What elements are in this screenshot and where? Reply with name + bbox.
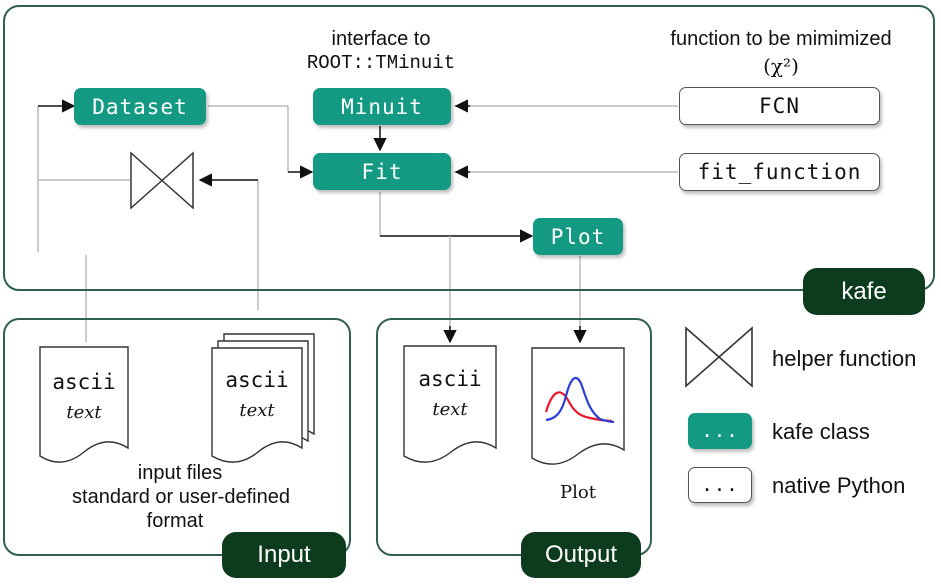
minuit-class-box: Minuit (313, 88, 451, 125)
fcn-annotation-line1: function to be mimimized (670, 28, 892, 50)
output-document-title: ascii (418, 367, 482, 391)
input-to-helper-connector (38, 173, 259, 342)
input-multi-document-subtitle: text (239, 400, 275, 421)
legend-helper-function-icon (685, 326, 753, 388)
input-files-annotation-line2: standard or user-defined (72, 486, 290, 508)
kafe-group-tag: kafe (803, 268, 925, 315)
output-frame (376, 318, 652, 556)
fit-function-python-box: fit_function (679, 153, 880, 191)
fcn-annotation-line2: (χ²) (763, 54, 799, 78)
input-files-annotation-line1: input files (137, 462, 223, 484)
dataset-to-fit-connector (208, 105, 314, 179)
output-document-subtitle: text (432, 399, 468, 420)
input-frame (3, 318, 351, 556)
fit-to-plot-connector (379, 192, 534, 243)
output-plot-document-icon (531, 347, 625, 465)
input-multi-document-icon (211, 333, 315, 463)
kafe-frame (3, 5, 935, 291)
legend-kafe-class-label: kafe class (772, 419, 870, 444)
input-multi-document-title: ascii (225, 368, 289, 392)
legend-python-box: ... (688, 467, 752, 503)
interface-annotation-line1: interface to (331, 28, 431, 50)
input-group-tag: Input (222, 532, 346, 578)
interface-annotation-line2: ROOT::TMinuit (306, 52, 456, 74)
legend-kafe-class-box: ... (688, 413, 752, 449)
input-document-icon (39, 346, 129, 463)
input-document-subtitle: text (66, 402, 102, 423)
input-to-dataset-connector (37, 99, 76, 252)
fit-class-box: Fit (313, 153, 451, 190)
input-document-title: ascii (52, 370, 116, 394)
input-files-annotation-line3: format (146, 510, 204, 532)
output-group-tag: Output (521, 532, 641, 578)
dataset-class-box: Dataset (74, 88, 206, 125)
output-document-icon (403, 345, 497, 463)
fcn-python-box: FCN (679, 87, 880, 125)
plot-curve-blue (545, 376, 615, 424)
legend-helper-label: helper function (772, 346, 917, 371)
plot-class-box: Plot (533, 218, 623, 255)
plot-document-caption: Plot (560, 482, 596, 503)
helper-function-icon (130, 151, 194, 210)
legend-python-label: native Python (772, 473, 906, 498)
